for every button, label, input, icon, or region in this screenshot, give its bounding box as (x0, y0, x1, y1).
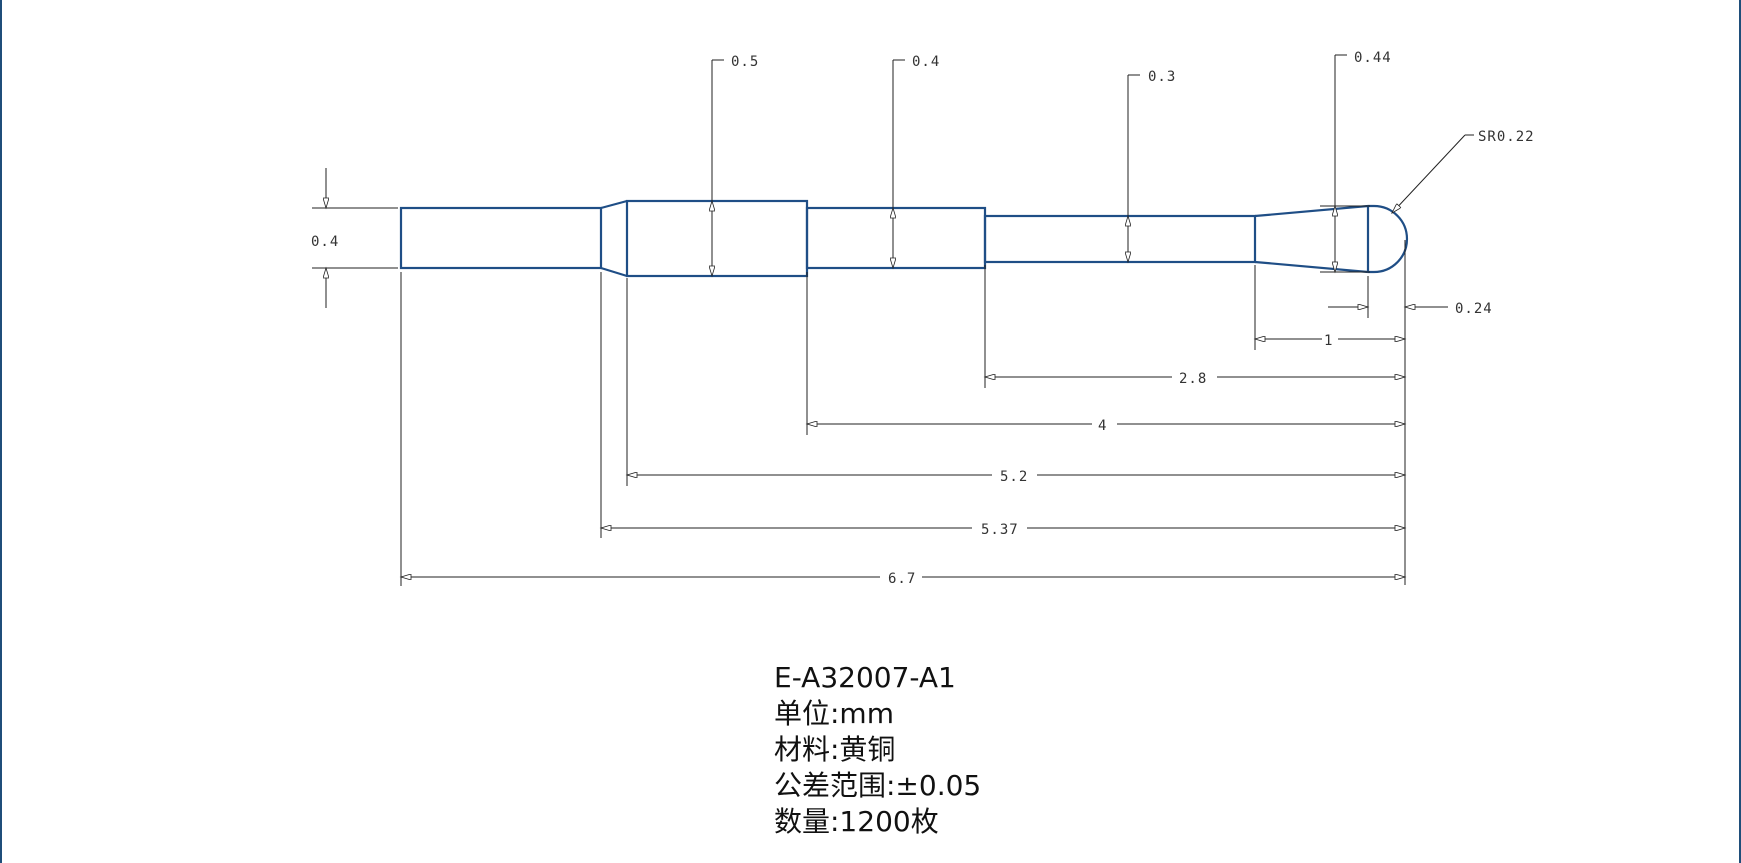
dim-head-diameter: 0.44 (1320, 50, 1392, 272)
dim-text-head-diameter: 0.44 (1354, 50, 1392, 66)
dim-length-5-2: 5.2 (627, 278, 1405, 486)
dim-length-4: 4 (807, 272, 1405, 435)
dim-text-length-6-7: 6.7 (888, 571, 916, 587)
pin-outline (399, 199, 1409, 278)
quantity-note: 数量:1200枚 (774, 805, 939, 838)
taper-section (1254, 204, 1369, 274)
dim-mid-diameter: 0.4 (893, 54, 940, 268)
unit-note: 单位:mm (774, 697, 894, 730)
dim-text-length-5-2: 5.2 (1000, 469, 1028, 485)
part-number: E-A32007-A1 (774, 661, 956, 694)
dim-length-2-8: 2.8 (985, 265, 1405, 388)
tolerance-note: 公差范围:±0.05 (774, 769, 982, 802)
dim-text-length-1: 1 (1324, 333, 1333, 349)
dim-length-1: 1 (1255, 265, 1405, 350)
dim-text-left-diameter: 0.4 (311, 234, 339, 250)
dim-text-length-5-37: 5.37 (981, 522, 1019, 538)
chamfer-transition (600, 199, 628, 278)
dim-tip-length: 0.24 (1328, 240, 1493, 585)
dim-neck-diameter: 0.3 (1128, 69, 1176, 262)
dim-length-5-37: 5.37 (601, 272, 1405, 538)
dim-text-length-2-8: 2.8 (1179, 371, 1207, 387)
dim-text-length-4: 4 (1098, 418, 1107, 434)
shank-section (399, 206, 603, 270)
neck-section (983, 214, 1257, 264)
dim-collar-diameter: 0.5 (712, 54, 759, 276)
dim-text-collar-diameter: 0.5 (731, 54, 759, 70)
dim-length-6-7: 6.7 (401, 272, 1405, 587)
collar-section (625, 199, 809, 278)
dim-text-neck-diameter: 0.3 (1148, 69, 1176, 85)
spherical-tip (1368, 204, 1409, 274)
mid-section (805, 206, 987, 270)
dim-text-mid-diameter: 0.4 (912, 54, 940, 70)
dim-text-sphere-radius: SR0.22 (1478, 129, 1535, 145)
dim-sphere-radius: SR0.22 (1392, 129, 1535, 213)
dim-text-tip-length: 0.24 (1455, 301, 1493, 317)
drawing-notes: E-A32007-A1 单位:mm 材料:黄铜 公差范围:±0.05 数量:12… (774, 660, 981, 840)
material-note: 材料:黄铜 (774, 733, 896, 766)
dim-left-diameter: 0.4 (311, 168, 398, 308)
